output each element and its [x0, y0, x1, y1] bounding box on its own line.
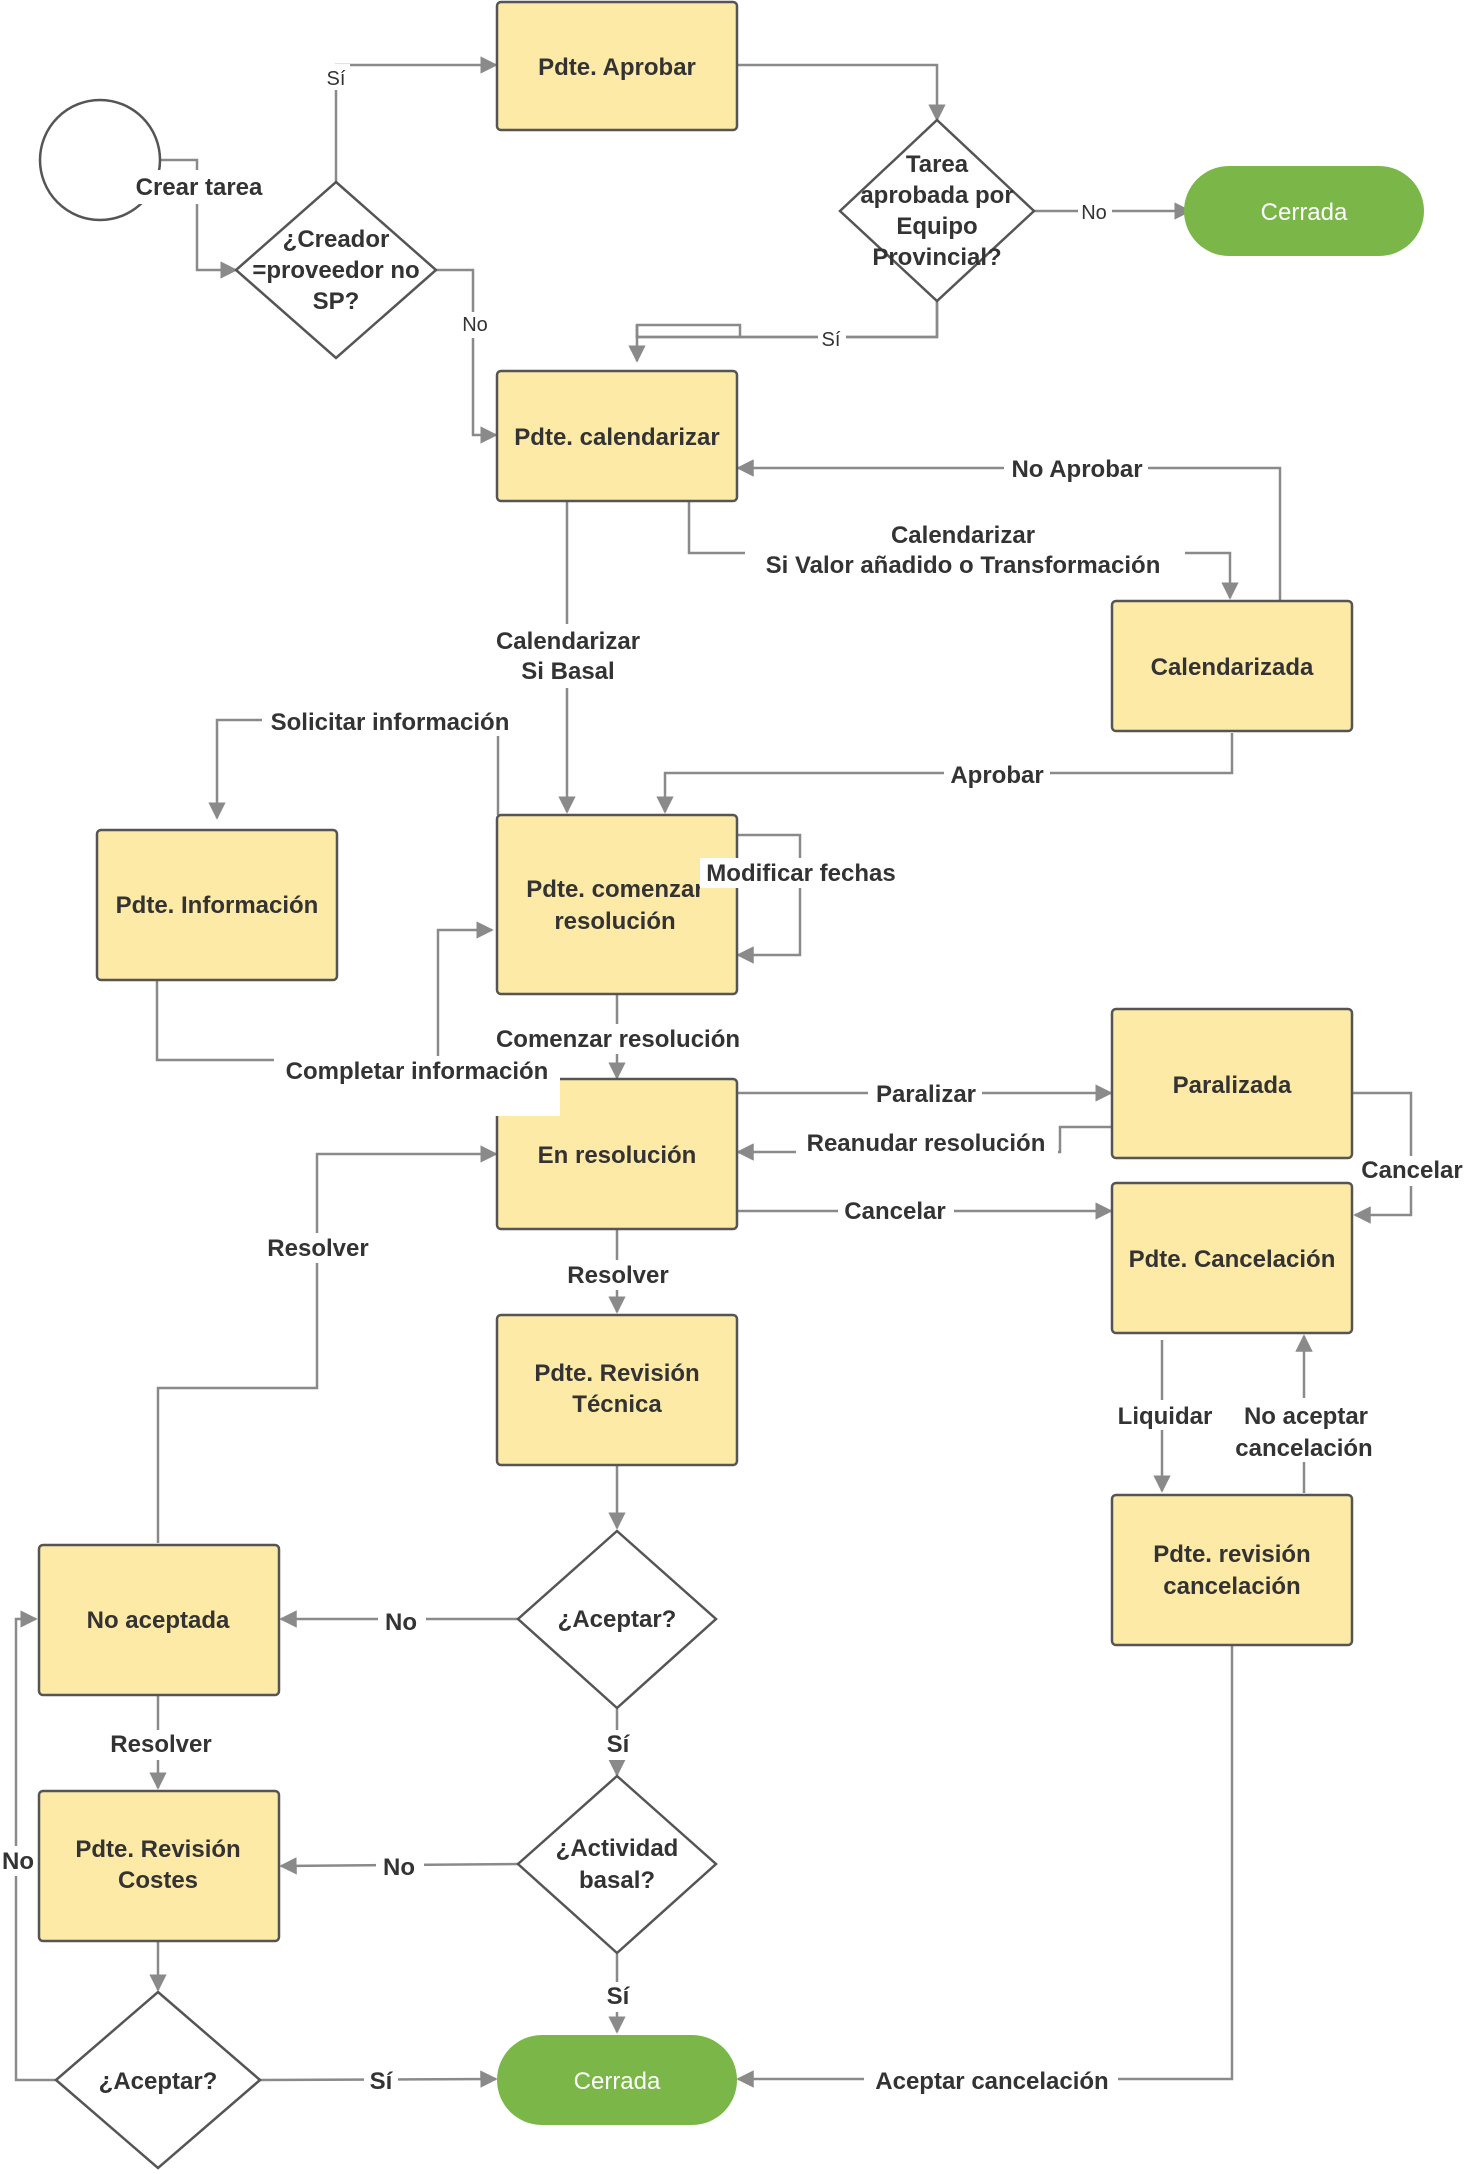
node-pdte-comenzar[interactable]: [495, 813, 739, 996]
label-si-5: Sí: [370, 2068, 394, 2095]
label-calendarizar-basal-1: Calendarizar: [496, 628, 640, 655]
edge-aprobar-tarea: [738, 63, 946, 122]
label-cancelar-2: Cancelar: [1361, 1157, 1462, 1184]
decision-actividad-line1: ¿Actividad: [556, 1835, 679, 1862]
label-modificar-fechas: Modificar fechas: [706, 860, 895, 887]
node-calendarizada[interactable]: [1110, 599, 1354, 733]
node-paralizada-label: Paralizada: [1173, 1072, 1292, 1099]
edge-creador-calendarizar: [436, 268, 498, 444]
decision-actividad-basal[interactable]: [516, 1774, 718, 1955]
edge-start-creador: [158, 158, 238, 279]
node-pdte-cancelacion[interactable]: [1110, 1181, 1354, 1335]
label-si-1: Sí: [327, 68, 346, 90]
node-pdte-cancelacion-label: Pdte. Cancelación: [1129, 1246, 1336, 1273]
decision-tarea-line1: Tarea: [906, 151, 969, 178]
edge-modificar-fechas: [736, 833, 802, 964]
decision-creador-line3: SP?: [313, 288, 360, 315]
node-pdte-revision-cancelacion-line2: cancelación: [1163, 1573, 1300, 1600]
start-label: Crear tarea: [136, 174, 263, 201]
label-calendarizar-basal-2: Si Basal: [521, 658, 614, 685]
label-calendarizar-valor-1: Calendarizar: [891, 522, 1035, 549]
edge-creador-aprobar: [334, 56, 498, 182]
terminal-cerrada-top-label: Cerrada: [1261, 199, 1348, 226]
label-resolver-bottom: Resolver: [110, 1731, 211, 1758]
label-cancelar-1: Cancelar: [844, 1198, 945, 1225]
edge-noaprobar: [736, 459, 1282, 600]
decision-actividad-line2: basal?: [579, 1867, 655, 1894]
label-si-3: Sí: [607, 1731, 631, 1758]
edge-resolver-2: [156, 1145, 498, 1543]
edge-labels: Sí No No Sí No Aprobar Calendarizar Si V…: [0, 64, 1468, 2096]
node-pdte-revision-tecnica-line1: Pdte. Revisión: [534, 1360, 699, 1387]
terminal-cerrada-bottom[interactable]: [497, 2035, 737, 2125]
decision-tarea-line3: Equipo: [896, 213, 977, 240]
node-paralizada[interactable]: [1110, 1007, 1354, 1160]
start-label-bg: [128, 170, 270, 204]
node-pdte-revision-cancelacion-line1: Pdte. revisión: [1153, 1541, 1310, 1568]
label-calendarizar-valor-2: Si Valor añadido o Transformación: [766, 552, 1161, 579]
decision-creador-line1: ¿Creador: [283, 226, 390, 253]
label-no-aceptar-cancel-2: cancelación: [1235, 1435, 1372, 1462]
node-calendarizada-label: Calendarizada: [1151, 654, 1314, 681]
node-pdte-calendarizar[interactable]: [495, 369, 739, 503]
decision-aceptar-2-label: ¿Aceptar?: [99, 2068, 218, 2095]
decision-aceptar-1[interactable]: [516, 1529, 718, 1710]
node-en-resolucion[interactable]: [495, 1077, 739, 1231]
decision-creador-line2: =proveedor no: [252, 257, 419, 284]
label-resolver-center: Resolver: [567, 1262, 668, 1289]
decision-tarea-line2: aprobada por: [860, 182, 1013, 209]
decision-tarea[interactable]: [838, 118, 1036, 303]
node-pdte-revision-costes[interactable]: [37, 1789, 281, 1943]
label-aprobar: Aprobar: [950, 762, 1043, 789]
label-no-5: No: [2, 1848, 34, 1875]
node-pdte-revision-costes-line2: Costes: [118, 1867, 198, 1894]
node-pdte-aprobar-label: Pdte. Aprobar: [538, 54, 696, 81]
label-comenzar-resolucion: Comenzar resolución: [496, 1026, 740, 1053]
label-paralizar: Paralizar: [876, 1081, 976, 1108]
label-no-2: No: [1081, 202, 1107, 224]
terminal-cerrada-top[interactable]: [1184, 166, 1424, 256]
node-pdte-calendarizar-label: Pdte. calendarizar: [514, 424, 719, 451]
label-solicitar-info: Solicitar información: [271, 709, 510, 736]
edge-cancelar-2: [1353, 1091, 1413, 1224]
edge-tarea-calendarizar: [635, 301, 939, 339]
node-en-resolucion-label: En resolución: [538, 1142, 697, 1169]
label-no-4: No: [383, 1854, 415, 1881]
label-si-2: Sí: [822, 329, 841, 351]
node-pdte-revision-tecnica[interactable]: [495, 1313, 739, 1467]
decision-creador[interactable]: [234, 180, 438, 360]
terminal-cerrada-bottom-label: Cerrada: [574, 2068, 661, 2095]
node-pdte-informacion[interactable]: [95, 828, 339, 982]
node-pdte-revision-tecnica-line2: Técnica: [572, 1391, 662, 1418]
label-no-1: No: [462, 314, 488, 336]
label-no-aprobar: No Aprobar: [1011, 456, 1142, 483]
label-aceptar-cancelacion: Aceptar cancelación: [875, 2068, 1108, 2095]
node-pdte-comenzar-line1: Pdte. comenzar: [526, 876, 703, 903]
node-no-aceptada-label: No aceptada: [87, 1607, 230, 1634]
label-si-4: Sí: [607, 1983, 631, 2010]
decision-tarea-line4: Provincial?: [872, 244, 1001, 271]
label-resolver-left: Resolver: [267, 1235, 368, 1262]
label-reanudar: Reanudar resolución: [807, 1130, 1046, 1157]
edge-aceptar-cancelacion: [736, 1645, 1234, 2088]
label-no-3: No: [385, 1609, 417, 1636]
node-pdte-aprobar[interactable]: [495, 0, 739, 132]
nodes: Crear tarea Pdte. Aprobar ¿Creador =prov…: [37, 0, 1424, 2170]
node-pdte-comenzar-line2: resolución: [554, 908, 675, 935]
label-liquidar: Liquidar: [1118, 1403, 1213, 1430]
node-pdte-revision-cancelacion[interactable]: [1110, 1493, 1354, 1647]
decision-aceptar-2[interactable]: [54, 1990, 262, 2170]
node-pdte-revision-costes-line1: Pdte. Revisión: [75, 1836, 240, 1863]
edge-tarea-calendarizar-b: [635, 325, 740, 339]
edge-tarea-calendarizar-c: [628, 301, 939, 363]
decision-aceptar-1-label: ¿Aceptar?: [558, 1606, 677, 1633]
node-no-aceptada[interactable]: [37, 1543, 281, 1697]
node-pdte-informacion-label: Pdte. Información: [116, 892, 319, 919]
label-completar-info: Completar información: [286, 1058, 549, 1085]
label-no-aceptar-cancel-1: No aceptar: [1244, 1403, 1368, 1430]
